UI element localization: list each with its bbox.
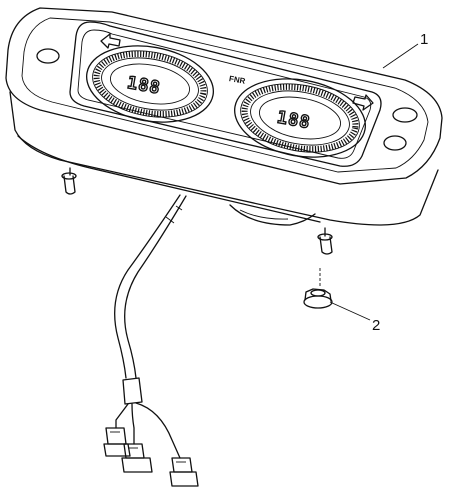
callout-1: 1 xyxy=(382,31,428,69)
tach-digits: 188 xyxy=(275,108,312,134)
flange-nut xyxy=(303,268,333,309)
left-arrow-icon xyxy=(100,33,121,49)
wire-harness xyxy=(114,194,187,459)
connector-3 xyxy=(169,457,199,487)
mounting-stud-left xyxy=(61,167,77,195)
callout-2: 2 xyxy=(329,301,380,334)
connector-2 xyxy=(121,443,153,473)
shift-indicator-label: FNR xyxy=(228,74,246,86)
tachometer-gauge: 188 xyxy=(234,78,366,158)
callout-label-1: 1 xyxy=(420,31,428,48)
speedometer-gauge: 188 xyxy=(85,45,215,123)
display-window xyxy=(69,21,382,167)
callout-label-2: 2 xyxy=(372,317,380,334)
mounting-stud-right xyxy=(317,227,333,255)
speed-digits: 188 xyxy=(126,73,163,99)
mounting-hole-right-upper xyxy=(392,107,418,123)
cluster-housing xyxy=(5,7,443,226)
connector-1 xyxy=(103,427,131,457)
right-arrow-icon xyxy=(352,94,374,111)
mounting-hole-right-lower xyxy=(383,135,407,151)
mounting-hole-left xyxy=(36,48,60,64)
